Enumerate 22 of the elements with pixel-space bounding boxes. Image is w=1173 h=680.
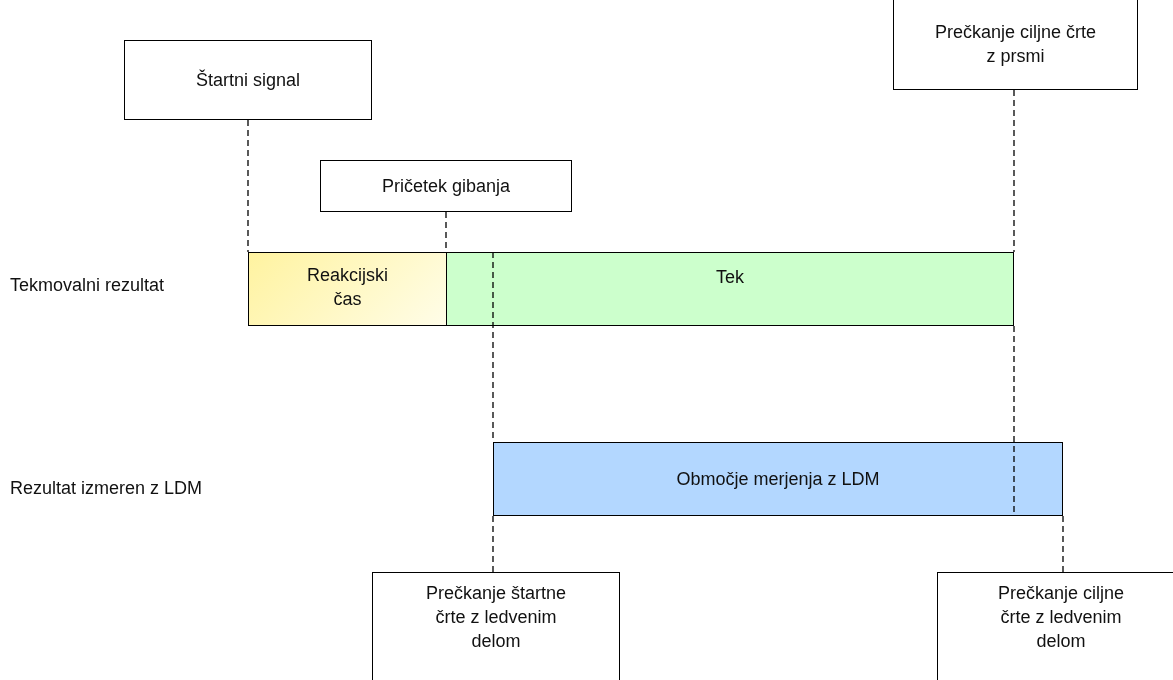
node-text: Prečkanje ciljne črte z prsmi — [933, 21, 1098, 68]
node-text: Območje merjenja z LDM — [676, 468, 880, 491]
node-text: Pričetek gibanja — [381, 175, 511, 198]
event-box — [937, 572, 1173, 680]
event-box — [372, 572, 620, 680]
row-label: Rezultat izmeren z LDM — [10, 478, 203, 499]
event-box — [320, 160, 572, 212]
node-text: Prečkanje ciljne črte z ledvenim delom — [996, 582, 1126, 653]
node-text: Reakcijski čas — [306, 264, 389, 311]
leader-line — [1013, 89, 1015, 253]
time-segment-bar — [446, 252, 1014, 326]
row-label: Tekmovalni rezultat — [10, 275, 165, 296]
node-text: Prečkanje štartne črte z ledvenim delom — [424, 582, 568, 653]
event-box — [124, 40, 372, 120]
leader-line — [492, 515, 494, 573]
leader-line — [1062, 515, 1064, 573]
event-box — [893, 0, 1138, 90]
time-segment-bar — [248, 252, 447, 326]
node-text: Tek — [716, 266, 744, 289]
leader-line — [247, 119, 249, 253]
measurement-range-bar — [493, 442, 1063, 516]
node-text: Štartni signal — [195, 68, 301, 92]
